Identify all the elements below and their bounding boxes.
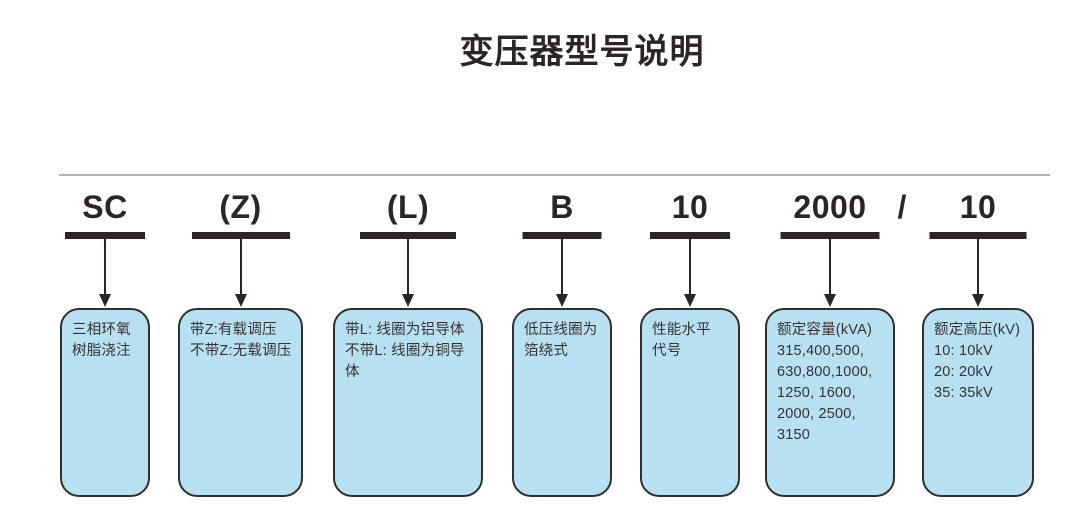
underline-bar bbox=[360, 232, 456, 239]
down-arrow-icon bbox=[512, 239, 612, 308]
arrow-head bbox=[824, 294, 836, 307]
description-box: 性能水平 代号 bbox=[640, 308, 740, 497]
description-box: 带Z:有载调压 不带Z:无载调压 bbox=[178, 308, 303, 497]
description-box: 额定高压(kV) 10: 10kV 20: 20kV 35: 35kV bbox=[922, 308, 1034, 497]
down-arrow-icon bbox=[640, 239, 740, 308]
underline-bar bbox=[65, 232, 145, 239]
underline-bar bbox=[929, 232, 1027, 239]
description-text: 额定容量(kVA) 315,400,500, 630,800,1000, 125… bbox=[777, 322, 873, 443]
arrow-stem bbox=[104, 239, 106, 296]
arrow-head bbox=[234, 294, 247, 307]
code-label: (Z) bbox=[219, 189, 262, 225]
arrow-stem bbox=[829, 239, 831, 296]
down-arrow-icon bbox=[333, 239, 483, 308]
underline-bar bbox=[522, 232, 602, 239]
code-column-z: (Z) 带Z:有载调压 不带Z:无载调压 bbox=[178, 190, 303, 500]
down-arrow-icon bbox=[60, 239, 150, 308]
arrow-head bbox=[556, 294, 568, 307]
down-arrow-icon bbox=[765, 239, 895, 308]
code-label: 10 bbox=[671, 189, 709, 225]
arrow-head bbox=[972, 294, 984, 307]
description-box: 低压线圈为 箔绕式 bbox=[512, 308, 612, 497]
arrow-head bbox=[99, 294, 111, 307]
code-label: B bbox=[550, 189, 574, 225]
underline-bar bbox=[191, 232, 290, 239]
code-label: SC bbox=[82, 189, 128, 225]
arrow-stem bbox=[561, 239, 563, 296]
code-column-b: B 低压线圈为 箔绕式 bbox=[512, 190, 612, 500]
horizontal-divider-line bbox=[59, 174, 1050, 176]
arrow-stem bbox=[407, 239, 409, 296]
description-box: 三相环氧 树脂浇注 bbox=[60, 308, 150, 497]
code-column-performance: 10 性能水平 代号 bbox=[640, 190, 740, 500]
description-box: 额定容量(kVA) 315,400,500, 630,800,1000, 125… bbox=[765, 308, 895, 497]
down-arrow-icon bbox=[178, 239, 303, 308]
code-label: 2000 bbox=[793, 189, 867, 225]
code-column-capacity: 2000 额定容量(kVA) 315,400,500, 630,800,1000… bbox=[765, 190, 895, 500]
arrow-stem bbox=[239, 239, 242, 296]
code-column-l: (L) 带L: 线圈为铝导体 不带L: 线圈为铜导体 bbox=[333, 190, 483, 500]
underline-bar bbox=[780, 232, 880, 239]
description-text: 带Z:有载调压 不带Z:无载调压 bbox=[190, 322, 292, 359]
underline-bar bbox=[650, 232, 730, 239]
code-label: 10 bbox=[959, 189, 997, 225]
arrow-stem bbox=[689, 239, 691, 296]
description-text: 低压线圈为 箔绕式 bbox=[524, 322, 598, 359]
down-arrow-icon bbox=[922, 239, 1034, 308]
description-text: 带L: 线圈为铝导体 不带L: 线圈为铜导体 bbox=[345, 322, 465, 380]
arrow-head bbox=[402, 294, 414, 307]
arrow-head bbox=[684, 294, 696, 307]
description-text: 三相环氧 树脂浇注 bbox=[72, 322, 131, 359]
description-text: 额定高压(kV) 10: 10kV 20: 20kV 35: 35kV bbox=[934, 322, 1021, 401]
page-title: 变压器型号说明 bbox=[459, 33, 705, 71]
description-box: 带L: 线圈为铝导体 不带L: 线圈为铜导体 bbox=[333, 308, 483, 497]
arrow-stem bbox=[977, 239, 979, 296]
code-column-sc: SC 三相环氧 树脂浇注 bbox=[60, 190, 150, 500]
slash-separator: / bbox=[897, 189, 907, 225]
code-column-voltage: 10 额定高压(kV) 10: 10kV 20: 20kV 35: 35kV bbox=[922, 190, 1034, 500]
description-text: 性能水平 代号 bbox=[652, 322, 711, 359]
code-label: (L) bbox=[386, 189, 430, 225]
